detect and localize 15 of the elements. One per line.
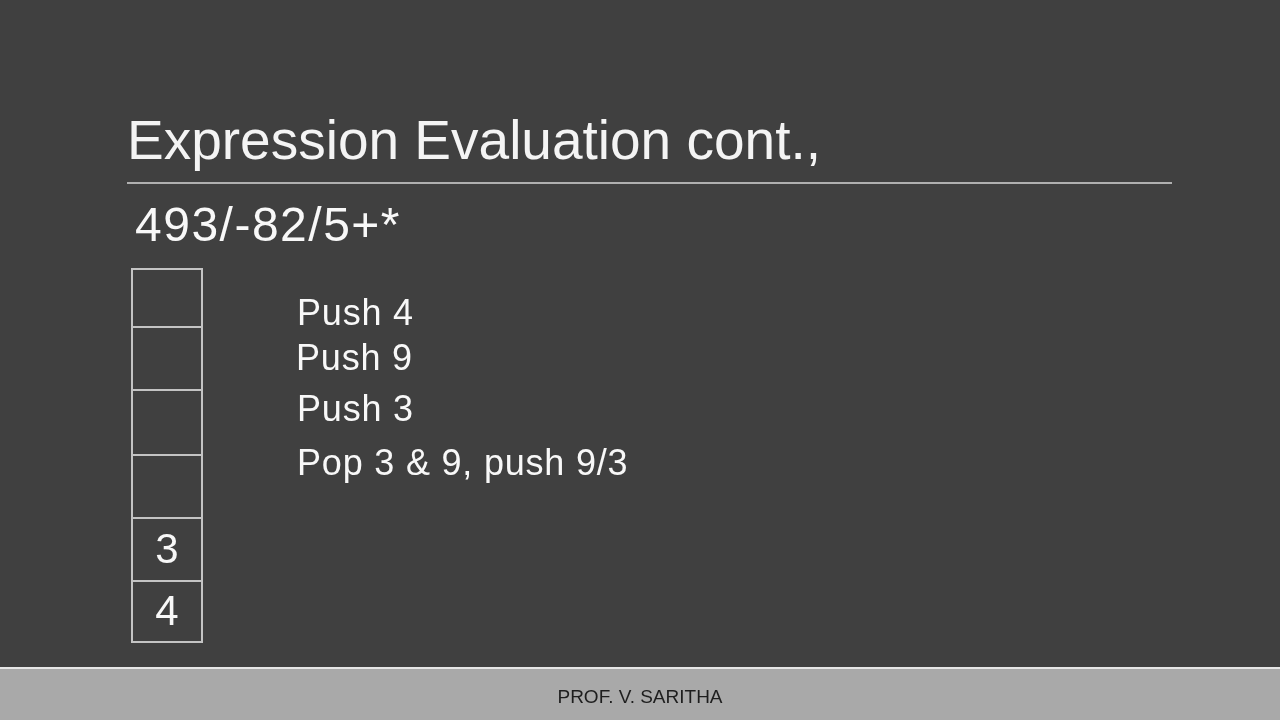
step-text: Push 9	[296, 337, 413, 379]
step-text: Push 4	[297, 292, 414, 334]
stack-cell	[131, 580, 203, 643]
stack-cell	[131, 326, 203, 391]
stack-cell	[131, 454, 203, 519]
step-text: Push 3	[297, 388, 414, 430]
stack-cell	[131, 268, 203, 328]
footer-text: PROF. V. SARITHA	[557, 686, 723, 708]
step-text: Pop 3 & 9, push 9/3	[297, 442, 629, 484]
postfix-expression: 493/-82/5+*	[135, 197, 402, 253]
slide-title: Expression Evaluation cont.,	[127, 109, 821, 173]
stack-value: 4	[155, 588, 179, 635]
stack-cell	[131, 389, 203, 456]
stack-value: 3	[155, 526, 179, 573]
stack-cell	[131, 517, 203, 582]
